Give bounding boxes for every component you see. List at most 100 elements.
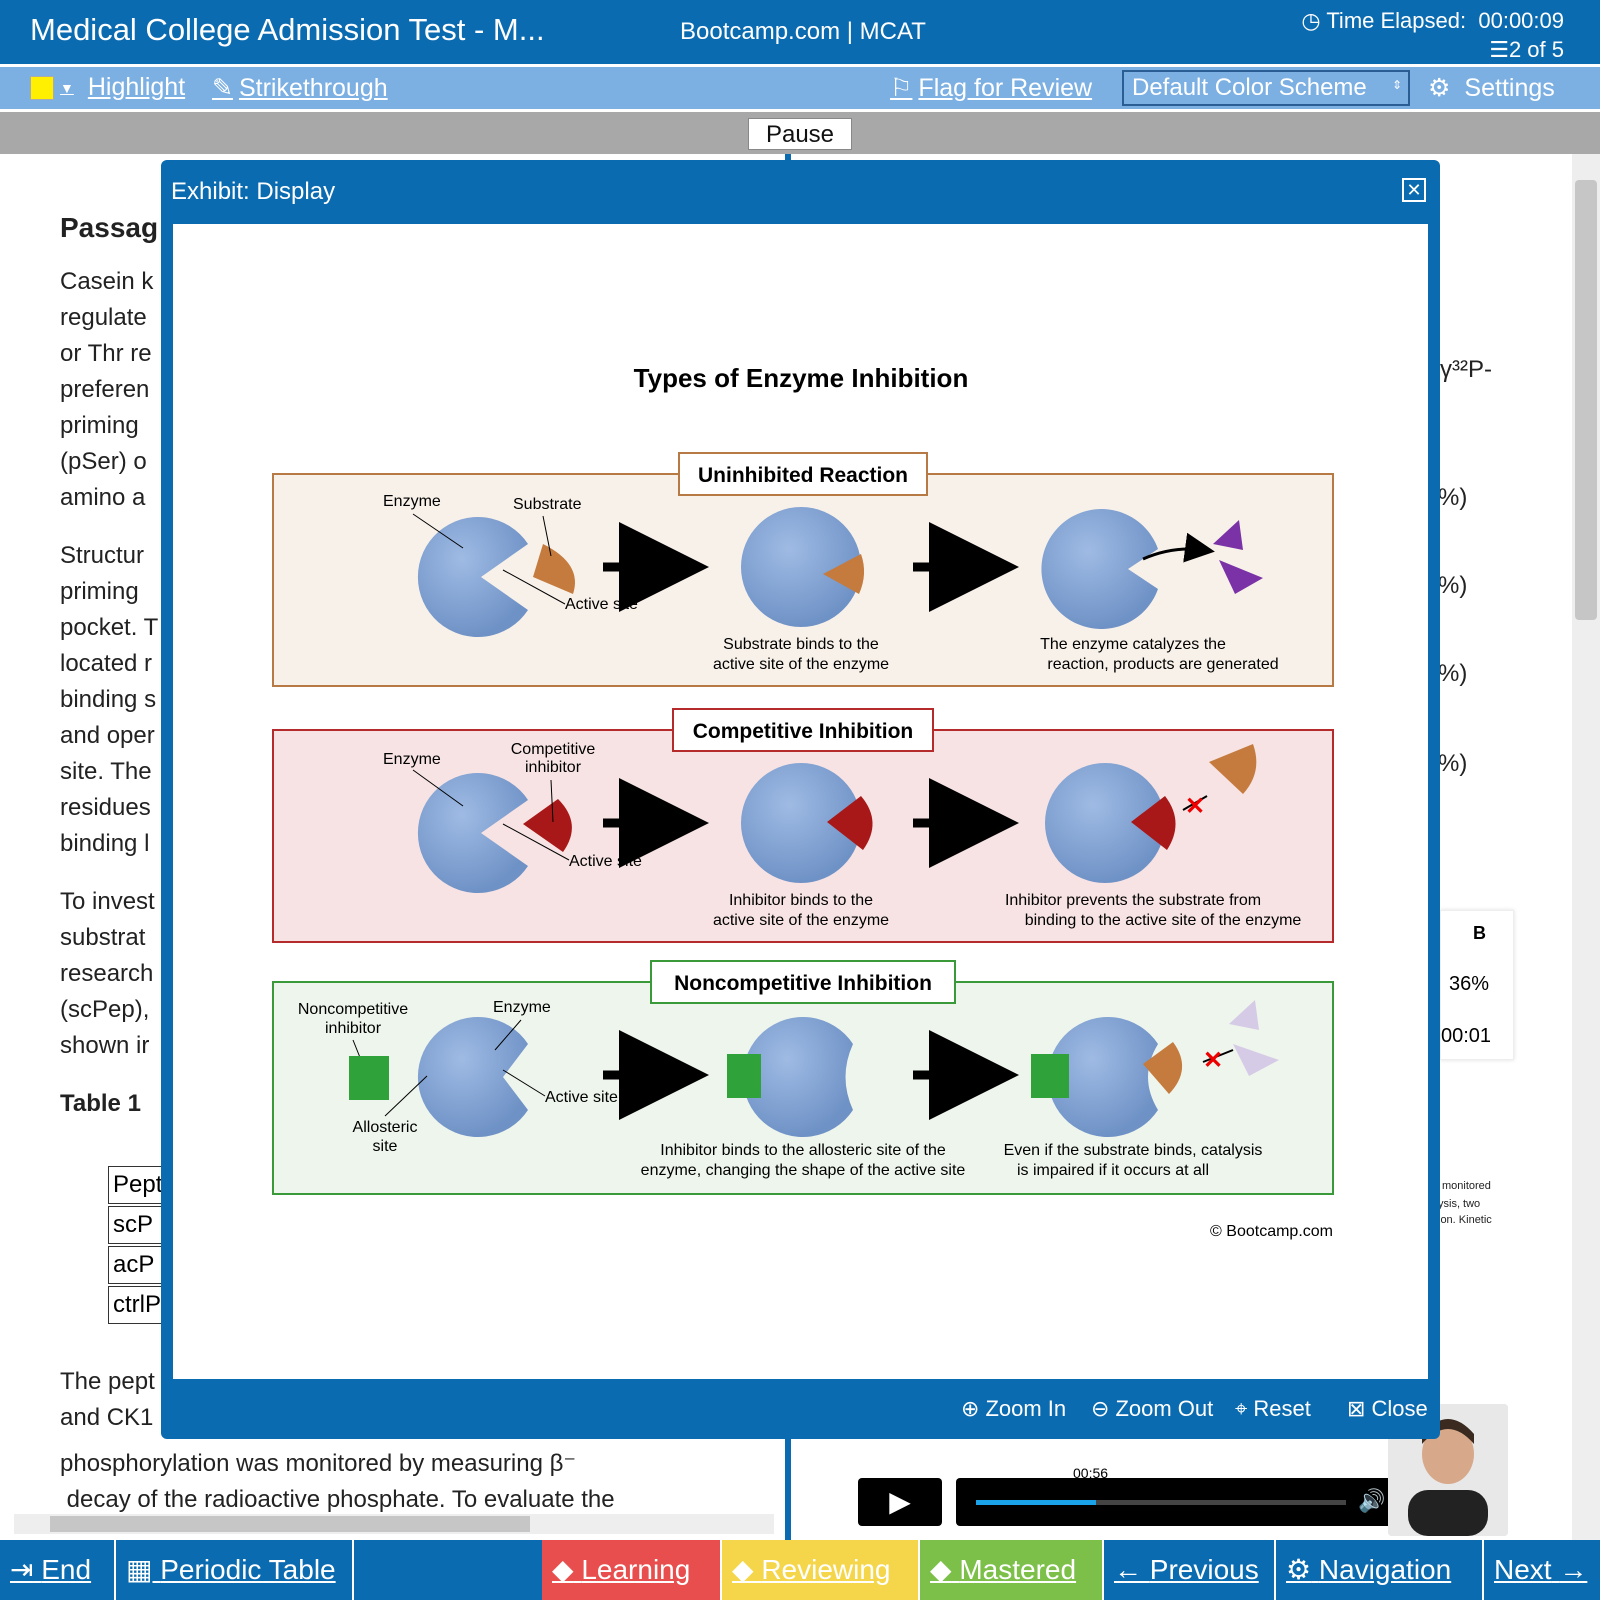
caption: active site of the enzyme [713, 912, 889, 929]
flag-icon: ⚐ [890, 74, 913, 102]
passage-line: phosphorylation was monitored by measuri… [60, 1450, 577, 1477]
inhibitor-shape [349, 1056, 389, 1100]
substrate-shape [1143, 1042, 1183, 1094]
right-table-card: B 36% 00:01 [1440, 910, 1514, 1060]
enzyme-shape [417, 773, 528, 894]
reset-label: Reset [1253, 1396, 1311, 1421]
timer: ◷ Time Elapsed: 00:00:09 ☰2 of 5 [1301, 6, 1564, 64]
exhibit-modal: Exhibit: Display ✕ Types of Enzyme Inhib… [161, 160, 1440, 1439]
label-inhibitor: Noncompetitive [298, 1001, 408, 1018]
faded-product-shape [1233, 1044, 1279, 1076]
caption: The enzyme catalyzes the [1040, 636, 1226, 653]
enzyme-shape [742, 1017, 853, 1137]
passage-line: substrat [60, 924, 146, 951]
passage-line: amino a [60, 484, 146, 511]
passage-line: Casein k [60, 268, 154, 295]
label-substrate: Substrate [513, 496, 582, 513]
passage-line: Structur [60, 542, 145, 569]
blocked-arrow [1202, 1049, 1234, 1063]
table-row: ctrlP [108, 1286, 168, 1324]
enzyme-shape [417, 517, 528, 637]
right-text-fragment: %) [1438, 572, 1468, 599]
passage-line: and oper [60, 722, 155, 749]
table-row: Pept [108, 1166, 168, 1204]
close-button[interactable]: ⊠Close [1347, 1396, 1428, 1422]
learning-button[interactable]: ◆ Learning [542, 1540, 722, 1600]
play-button[interactable]: ▶ [858, 1478, 942, 1526]
settings-label: Settings [1464, 73, 1555, 102]
volume-icon[interactable]: 🔊 [1358, 1488, 1386, 1513]
question-progress: 2 of 5 [1508, 37, 1564, 62]
passage-line: binding s [60, 686, 157, 713]
leader-line [502, 1069, 546, 1097]
left-scrollbar-thumb[interactable] [50, 1516, 530, 1532]
caption: Even if the substrate binds, catalysis [1004, 1142, 1263, 1159]
right-text-fragment: %) [1438, 484, 1468, 511]
zoom-out-label: Zoom Out [1115, 1396, 1214, 1421]
zoom-in-button[interactable]: ⊕Zoom In [961, 1396, 1066, 1422]
inhibitor-shape [1031, 1054, 1069, 1098]
passage-line: decay of the radioactive phosphate. To e… [60, 1486, 615, 1513]
label-inhibitor: inhibitor [325, 1020, 382, 1037]
list-icon: ☰ [1489, 37, 1509, 62]
close-icon: ⊠ [1347, 1396, 1366, 1421]
label-active-site: Active site [545, 1089, 618, 1106]
substrate-shape [533, 544, 575, 594]
video-progress[interactable] [976, 1500, 1096, 1505]
settings-button[interactable]: ⚙ Settings [1428, 73, 1555, 103]
close-icon[interactable]: ✕ [1402, 178, 1426, 202]
flag-for-review-button[interactable]: ⚐ Flag for Review [890, 73, 1092, 103]
panel-title-box [678, 452, 928, 496]
navigation-button[interactable]: ⚙ Navigation [1276, 1540, 1484, 1600]
table-row: acP [108, 1246, 168, 1284]
zoom-out-button[interactable]: ⊖Zoom Out [1091, 1396, 1213, 1422]
passage-paragraph-3: To invest substrat research (scPep), sho… [60, 884, 170, 1064]
learning-label: Learning [581, 1554, 691, 1585]
chevron-down-icon[interactable]: ▼ [60, 79, 74, 96]
x-mark-icon: ✕ [1185, 793, 1205, 820]
inhibitor-shape [1131, 796, 1176, 850]
app-title: Medical College Admission Test - M... [30, 12, 545, 47]
strikethrough-button[interactable]: ✎ Strikethrough [212, 73, 388, 103]
tag-icon: ◆ [552, 1554, 574, 1585]
table-header: B [1473, 923, 1486, 943]
color-scheme-select[interactable]: Default Color Scheme⇕ [1122, 70, 1410, 106]
highlight-color-swatch[interactable] [30, 75, 54, 100]
passage-line: preferen [60, 376, 150, 403]
arrow-left-icon: ← [1114, 1554, 1142, 1585]
reviewing-button[interactable]: ◆ Reviewing [722, 1540, 920, 1600]
previous-button[interactable]: ← Previous [1104, 1540, 1276, 1600]
exit-icon: ⇥ [10, 1554, 34, 1585]
passage-paragraph-4: The pept and CK1 [60, 1364, 170, 1436]
mastered-button[interactable]: ◆ Mastered [920, 1540, 1104, 1600]
product-shape [1213, 520, 1243, 550]
right-scrollbar-thumb[interactable] [1575, 180, 1597, 620]
color-scheme-value: Default Color Scheme [1132, 74, 1367, 101]
enzyme-shape [1045, 763, 1165, 883]
highlight-button[interactable]: ▼ Highlight [30, 73, 185, 102]
end-button[interactable]: ⇥ End [0, 1540, 116, 1600]
right-text-fragment: %) [1438, 660, 1468, 687]
pencil-icon: ✎ [212, 74, 233, 102]
right-note: ysis, two [1438, 1198, 1481, 1210]
inhibitor-shape [523, 799, 572, 852]
tag-icon: ◆ [732, 1554, 754, 1585]
gear-icon: ⚙ [1428, 74, 1451, 102]
reset-button[interactable]: ⌖Reset [1235, 1396, 1311, 1422]
passage-line: regulate [60, 304, 147, 331]
pause-button[interactable]: Pause [748, 118, 852, 150]
substrate-shape [823, 554, 865, 594]
end-label: End [41, 1554, 92, 1585]
next-button[interactable]: Next → [1484, 1540, 1600, 1600]
periodic-label: Periodic Table [160, 1554, 336, 1585]
periodic-table-button[interactable]: ▦ Periodic Table [116, 1540, 354, 1600]
passage-line: (scPep), [60, 996, 150, 1023]
caption: Inhibitor binds to the [729, 892, 873, 909]
right-text-fragment: γ³²P- [1440, 356, 1492, 383]
mastered-label: Mastered [959, 1554, 1077, 1585]
leader-line [494, 1019, 522, 1051]
passage-line: or Thr re [60, 340, 152, 367]
strikethrough-label: Strikethrough [238, 73, 388, 102]
exhibit-figure: Types of Enzyme Inhibition Uninhibited R… [173, 224, 1428, 1379]
reset-icon: ⌖ [1235, 1396, 1248, 1421]
